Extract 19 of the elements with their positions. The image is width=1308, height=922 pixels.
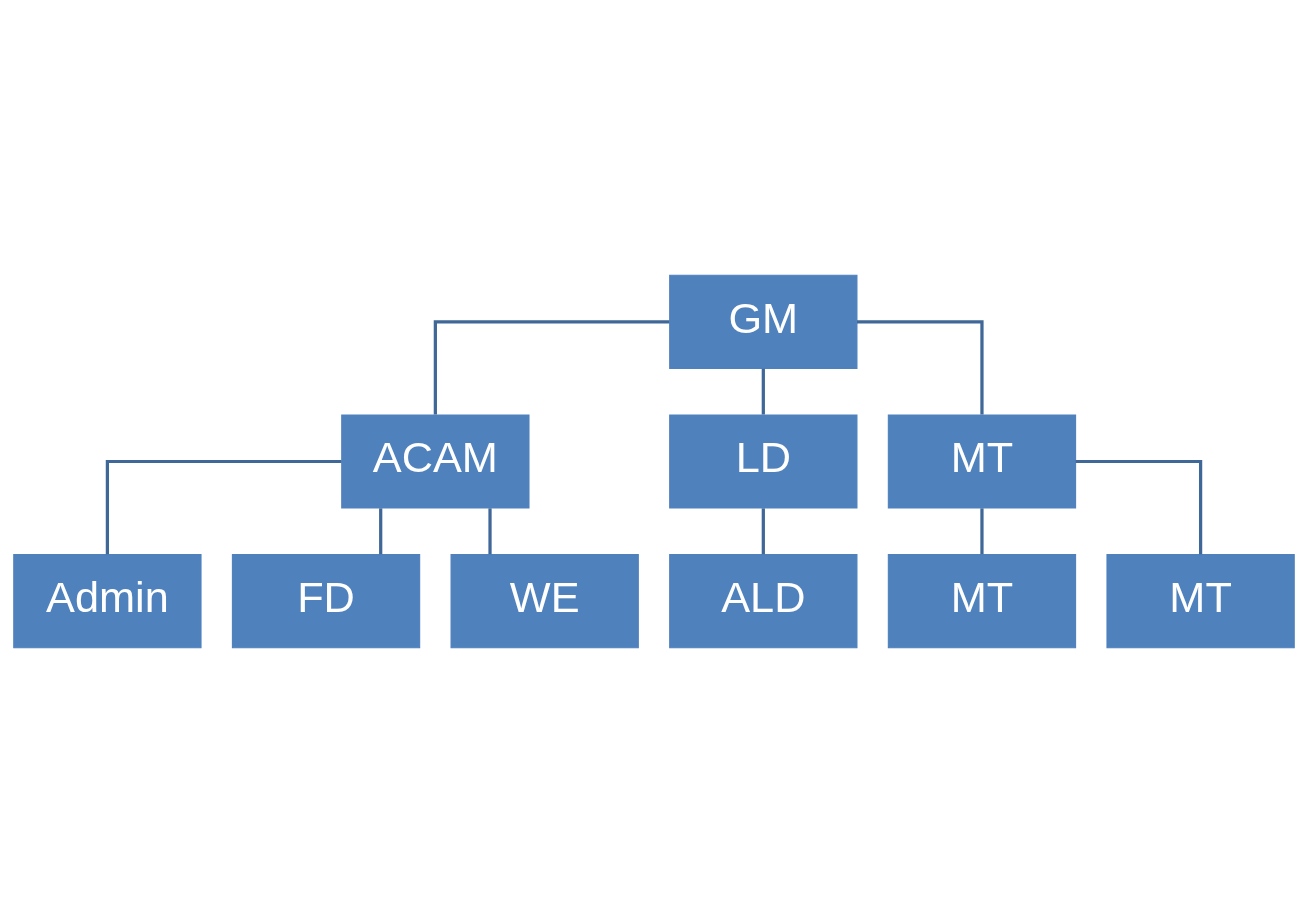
node-box: ALD bbox=[669, 553, 858, 648]
connector bbox=[857, 319, 984, 415]
connector bbox=[1075, 459, 1203, 554]
node-box: WE bbox=[450, 553, 639, 648]
connector bbox=[433, 319, 670, 415]
node-box: Admin bbox=[13, 553, 202, 648]
connector bbox=[379, 507, 383, 554]
node-box: LD bbox=[669, 413, 858, 509]
node-box: MT bbox=[887, 413, 1077, 509]
node-box: ACAM bbox=[341, 413, 530, 509]
connector bbox=[761, 507, 765, 554]
node-box: FD bbox=[231, 553, 421, 648]
connector bbox=[761, 368, 765, 414]
connector bbox=[488, 507, 492, 554]
connector bbox=[980, 507, 984, 554]
node-box: MT bbox=[887, 553, 1077, 648]
node-box: MT bbox=[1106, 553, 1295, 648]
connector bbox=[105, 459, 342, 554]
node-box: GM bbox=[669, 274, 858, 369]
